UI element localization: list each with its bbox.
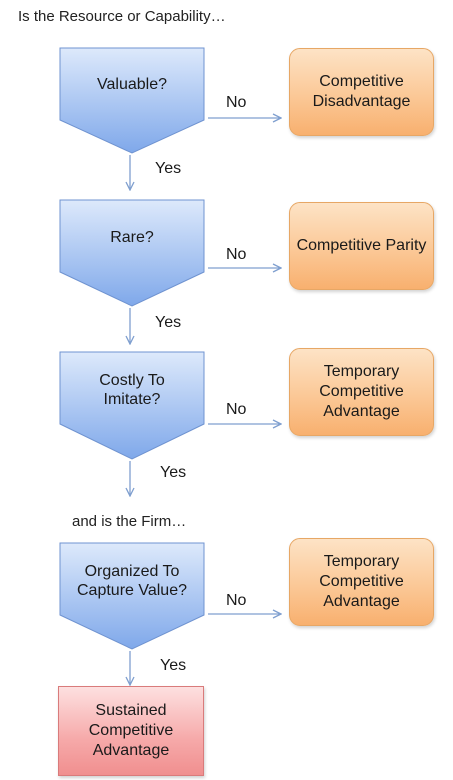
question-shape-costly [59,351,205,460]
question-rare: Rare? [110,229,154,246]
outcome-temporary-advantage-2: Temporary Competitive Advantage [289,538,434,626]
outcome-competitive-disadvantage: Competitive Disadvantage [289,48,434,136]
no-label-1: No [226,94,247,111]
middle-heading: and is the Firm… [72,513,187,530]
no-label-4: No [226,592,247,609]
no-label-2: No [226,246,247,263]
yes-label-1: Yes [155,160,182,177]
question-costly-to-imitate: Costly To Imitate? [99,372,165,408]
yes-label-2: Yes [155,314,182,331]
question-organized: Organized To Capture Value? [77,563,187,599]
question-shape-valuable [59,47,205,154]
no-label-3: No [226,401,247,418]
outcome-temporary-advantage-1: Temporary Competitive Advantage [289,348,434,436]
question-shape-rare [59,199,205,307]
top-heading: Is the Resource or Capability… [18,8,226,25]
question-shape-organized [59,542,205,650]
yes-label-4: Yes [160,657,187,674]
outcome-competitive-parity: Competitive Parity [289,202,434,290]
yes-label-3: Yes [160,464,187,481]
question-valuable: Valuable? [97,76,167,93]
final-sustained-advantage: Sustained Competitive Advantage [58,686,204,776]
